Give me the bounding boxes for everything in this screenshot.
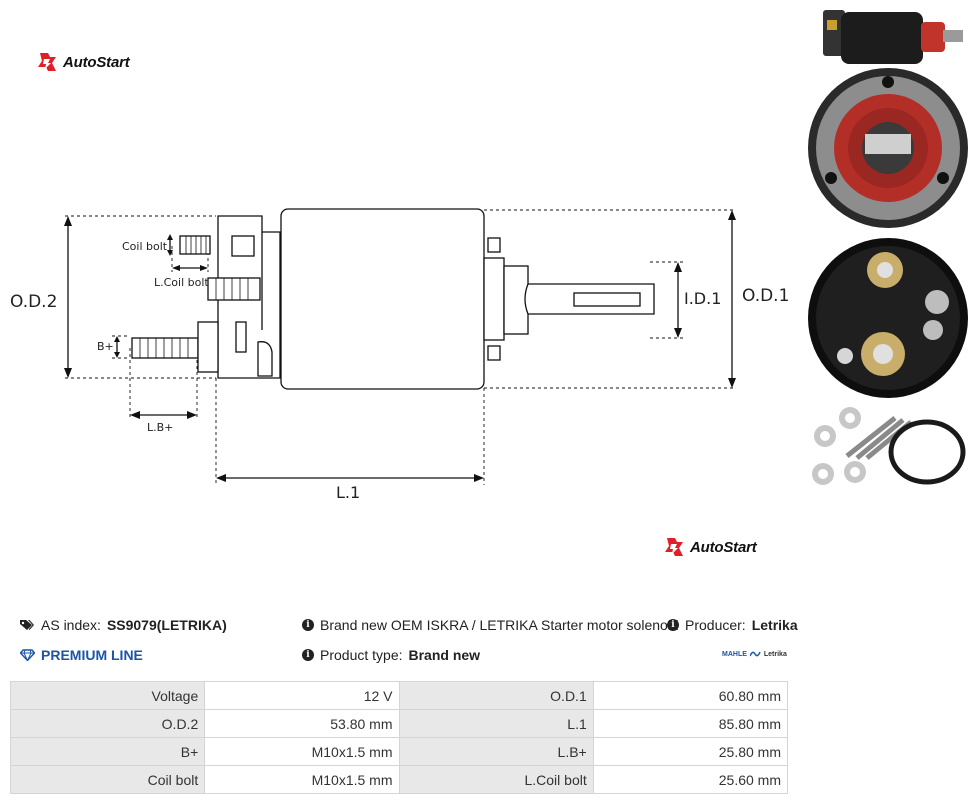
tags-icon bbox=[20, 620, 34, 630]
l-coil-bolt-label: L.Coil bolt bbox=[154, 276, 209, 289]
spec-value: 85.80 mm bbox=[592, 709, 789, 738]
brand-name: AutoStart bbox=[690, 538, 757, 556]
product-type-row: i Product type: Brand new bbox=[302, 647, 480, 663]
spec-value: M10x1.5 mm bbox=[204, 765, 400, 794]
spec-value: M10x1.5 mm bbox=[204, 737, 400, 766]
side-view-thumbnail[interactable] bbox=[823, 10, 963, 64]
od2-label: O.D.2 bbox=[10, 292, 57, 312]
product-description: Brand new OEM ISKRA / LETRIKA Starter mo… bbox=[320, 617, 679, 633]
premium-line-badge: PREMIUM LINE bbox=[20, 647, 143, 663]
id1-label: I.D.1 bbox=[684, 289, 721, 308]
spec-value: 53.80 mm bbox=[204, 709, 400, 738]
coil-bolt-label: Coil bolt bbox=[122, 240, 168, 253]
as-index-row: AS index: SS9079(LETRIKA) bbox=[20, 617, 227, 633]
product-type-value: Brand new bbox=[408, 647, 481, 663]
spec-value: 60.80 mm bbox=[592, 681, 789, 710]
table-row: O.D.2 53.80 mm L.1 85.80 mm bbox=[9, 709, 789, 738]
spec-label: O.D.1 bbox=[398, 681, 594, 710]
table-row: Voltage 12 V O.D.1 60.80 mm bbox=[9, 681, 789, 710]
info-icon: i bbox=[667, 619, 679, 631]
solenoid-dimension-diagram: O.D.2 O.D.1 I.D.1 L.1 Coil bolt L.Coil b… bbox=[10, 208, 789, 502]
specs-table: Voltage 12 V O.D.1 60.80 mm O.D.2 53.80 … bbox=[9, 681, 789, 794]
spec-value: 25.60 mm bbox=[592, 765, 789, 794]
product-photo-thumbnails bbox=[808, 10, 968, 485]
spec-label: Voltage bbox=[9, 681, 206, 710]
spec-label: Coil bolt bbox=[9, 765, 206, 794]
brand-logo-bottom: AutoStart bbox=[663, 536, 757, 558]
table-row: B+ M10x1.5 mm L.B+ 25.80 mm bbox=[9, 737, 789, 766]
description-row: i Brand new OEM ISKRA / LETRIKA Starter … bbox=[302, 617, 679, 633]
as-index-value: SS9079(LETRIKA) bbox=[106, 617, 227, 633]
spec-label: L.B+ bbox=[398, 737, 594, 766]
as-index-label: AS index: bbox=[41, 617, 101, 633]
letrika-logo-text: Letrika bbox=[763, 650, 787, 658]
spec-label: B+ bbox=[9, 737, 206, 766]
brand-name: AutoStart bbox=[63, 53, 130, 71]
spec-value: 25.80 mm bbox=[592, 737, 789, 766]
autostart-logo-icon bbox=[665, 538, 683, 556]
mahle-letrika-logo: MAHLE Letrika bbox=[722, 650, 787, 658]
terminal-view-thumbnail[interactable] bbox=[808, 238, 968, 398]
producer-value: Letrika bbox=[751, 617, 798, 633]
spec-label: L.1 bbox=[398, 709, 594, 738]
info-icon: i bbox=[302, 619, 314, 631]
spec-label: O.D.2 bbox=[9, 709, 206, 738]
spec-value: 12 V bbox=[204, 681, 400, 710]
table-row: Coil bolt M10x1.5 mm L.Coil bolt 25.60 m… bbox=[9, 765, 789, 794]
accessories-thumbnail[interactable] bbox=[812, 407, 966, 485]
spec-label: L.Coil bolt bbox=[398, 765, 594, 794]
brand-logo-top: AutoStart bbox=[36, 51, 130, 73]
mahle-logo-text: MAHLE bbox=[722, 650, 747, 658]
product-type-label: Product type: bbox=[320, 647, 403, 663]
diamond-icon bbox=[20, 649, 35, 661]
l-b-plus-label: L.B+ bbox=[147, 421, 173, 434]
autostart-logo-icon bbox=[38, 53, 56, 71]
b-plus-label: B+ bbox=[97, 340, 114, 353]
producer-row: i Producer: Letrika bbox=[667, 617, 798, 633]
premium-line-text: PREMIUM LINE bbox=[41, 647, 143, 663]
letrika-wave-icon bbox=[749, 651, 761, 657]
face-view-thumbnail[interactable] bbox=[808, 68, 968, 228]
od1-label: O.D.1 bbox=[742, 286, 789, 306]
info-icon: i bbox=[302, 649, 314, 661]
l1-label: L.1 bbox=[336, 483, 360, 502]
producer-label: Producer: bbox=[685, 617, 746, 633]
